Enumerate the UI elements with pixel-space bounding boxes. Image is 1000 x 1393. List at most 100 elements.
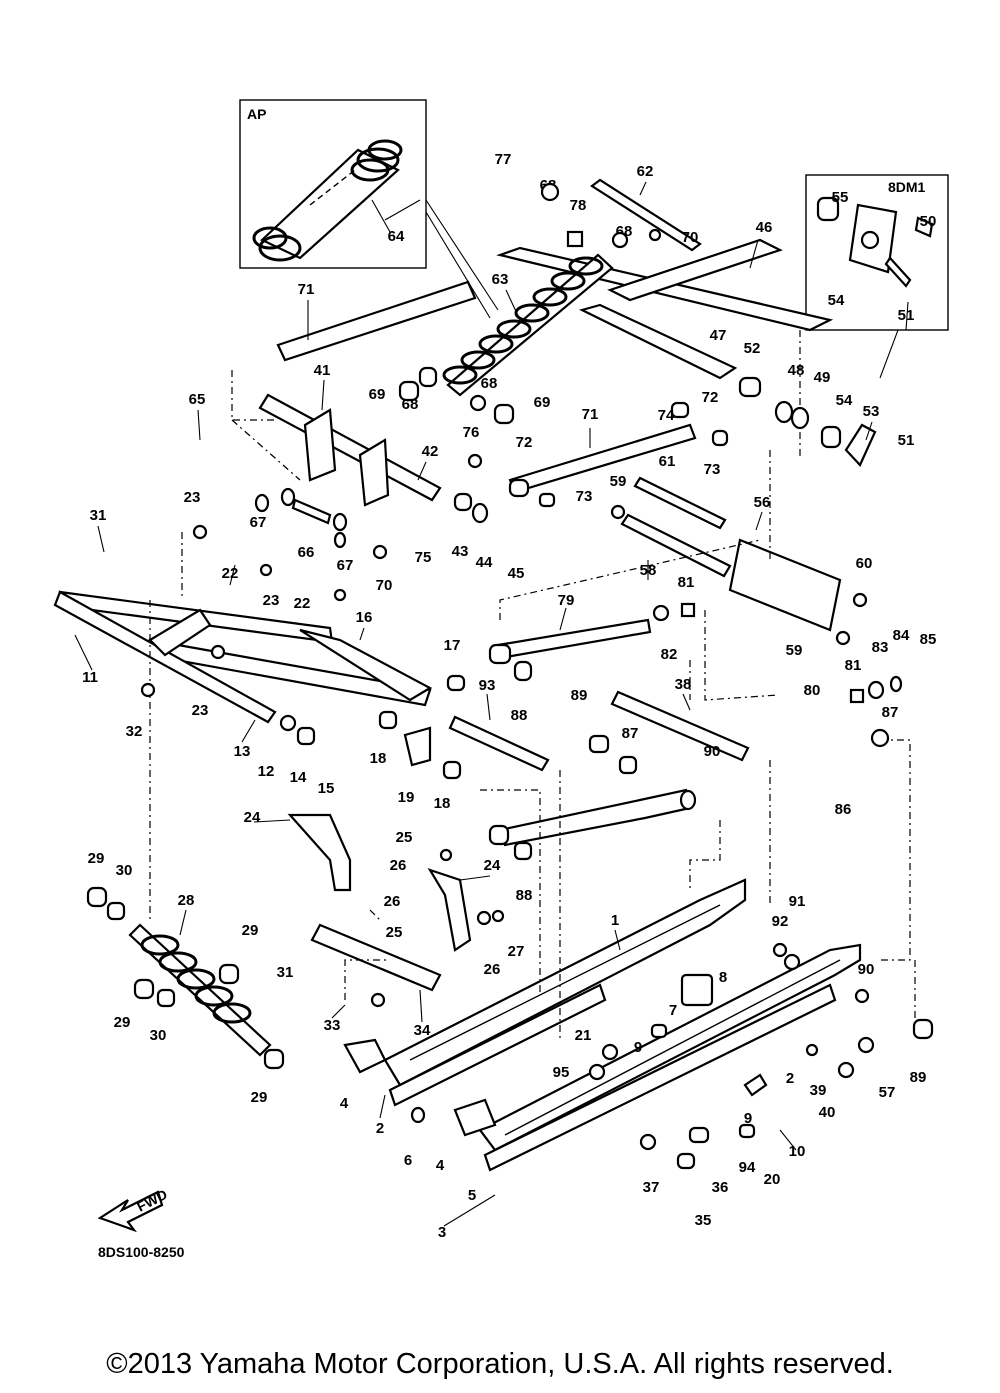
- part-label: 22: [294, 595, 311, 612]
- part-label: 46: [756, 219, 773, 236]
- copyright-notice: ©2013 Yamaha Motor Corporation, U.S.A. A…: [106, 1348, 894, 1380]
- shaft-79: [496, 618, 652, 660]
- part-label: 70: [376, 577, 393, 594]
- part-label: 34: [414, 1022, 431, 1039]
- part-label: 66: [298, 544, 315, 561]
- part-label: 68: [481, 375, 498, 392]
- damper-cylinder: [498, 788, 692, 847]
- part-label: 60: [856, 555, 873, 572]
- part-label: 25: [386, 924, 403, 941]
- part-label: 73: [704, 461, 721, 478]
- part-label: 16: [356, 609, 373, 626]
- part-label: 9: [634, 1039, 642, 1056]
- part-label: 27: [508, 943, 525, 960]
- part-label: 4: [436, 1157, 445, 1174]
- part-label: 85: [920, 631, 937, 648]
- bracket-24-left: [287, 813, 352, 892]
- part-label: 67: [337, 557, 354, 574]
- part-label: 44: [476, 554, 493, 571]
- fwd-arrow-icon: FWD: [97, 1186, 170, 1233]
- part-label: 88: [511, 707, 528, 724]
- part-label: 2: [376, 1120, 384, 1137]
- part-label: 82: [661, 646, 678, 663]
- part-label: 84: [893, 627, 910, 644]
- part-label: 56: [754, 494, 771, 511]
- part-label: 8: [719, 969, 727, 986]
- inset-ap-label: AP: [247, 106, 266, 122]
- part-label: 57: [879, 1084, 896, 1101]
- cross-shaft-41: [258, 393, 442, 507]
- part-label: 65: [189, 391, 206, 408]
- part-label: 9: [744, 1110, 752, 1127]
- part-label: 70: [682, 229, 699, 246]
- part-label: 67: [250, 514, 267, 531]
- shaft-38: [610, 690, 750, 762]
- part-label: 69: [369, 386, 386, 403]
- part-label: 63: [492, 271, 509, 288]
- leader-lines: [74, 181, 909, 1227]
- rod-71-upper: [276, 280, 477, 362]
- inset-8dm1: 8DM1: [805, 174, 949, 379]
- part-label: 45: [508, 565, 525, 582]
- part-label: 32: [126, 723, 143, 740]
- part-label: 55: [832, 189, 849, 206]
- part-label: 54: [836, 392, 853, 409]
- part-label: 29: [114, 1014, 131, 1031]
- part-label: 29: [242, 922, 259, 939]
- part-label: 39: [810, 1082, 827, 1099]
- part-label: 40: [819, 1104, 836, 1121]
- part-label: 23: [184, 489, 201, 506]
- part-label: 26: [484, 961, 501, 978]
- part-label: 6: [404, 1152, 412, 1169]
- shaft-58: [620, 513, 732, 578]
- part-label: 26: [390, 857, 407, 874]
- part-label: 51: [898, 307, 915, 324]
- part-label: 76: [463, 424, 480, 441]
- assembly-lines: [149, 330, 916, 1040]
- part-label: 74: [658, 407, 675, 424]
- bracket-4-right: [453, 1098, 497, 1137]
- part-label: 22: [222, 565, 239, 582]
- part-label: 25: [396, 829, 413, 846]
- part-label: 81: [678, 574, 695, 591]
- part-label: 87: [882, 704, 899, 721]
- part-label: 48: [788, 362, 805, 379]
- part-label: 52: [744, 340, 761, 357]
- part-label: 7: [669, 1002, 677, 1019]
- part-label: 38: [675, 676, 692, 693]
- rear-arm-upper: [496, 178, 834, 380]
- part-label: 5: [468, 1187, 476, 1204]
- part-label: 83: [872, 639, 889, 656]
- part-label: 35: [695, 1212, 712, 1229]
- bracket-56: [728, 538, 842, 632]
- part-label: 79: [558, 592, 575, 609]
- part-label: 13: [234, 743, 251, 760]
- part-label: 42: [422, 443, 439, 460]
- slide-rails: [383, 878, 862, 1172]
- part-label: 15: [318, 780, 335, 797]
- shaft-61: [633, 476, 727, 530]
- part-label: 90: [858, 961, 875, 978]
- part-label: 17: [444, 637, 461, 654]
- part-label: 30: [116, 862, 133, 879]
- part-label: 53: [863, 403, 880, 420]
- part-label: 87: [622, 725, 639, 742]
- part-label: 89: [910, 1069, 927, 1086]
- part-label: 3: [438, 1224, 446, 1241]
- part-label: 51: [898, 432, 915, 449]
- part-label: 69: [534, 394, 551, 411]
- part-label: 18: [434, 795, 451, 812]
- part-label: 72: [516, 434, 533, 451]
- part-label: 75: [415, 549, 432, 566]
- inset-ap: AP: [239, 99, 499, 319]
- part-label: 62: [637, 163, 654, 180]
- part-label: 88: [516, 887, 533, 904]
- part-label: 41: [314, 362, 331, 379]
- part-label: 26: [384, 893, 401, 910]
- part-label: 10: [789, 1143, 806, 1160]
- part-label: 29: [88, 850, 105, 867]
- part-label: 78: [570, 197, 587, 214]
- shaft-93: [448, 715, 550, 772]
- part-label: 81: [845, 657, 862, 674]
